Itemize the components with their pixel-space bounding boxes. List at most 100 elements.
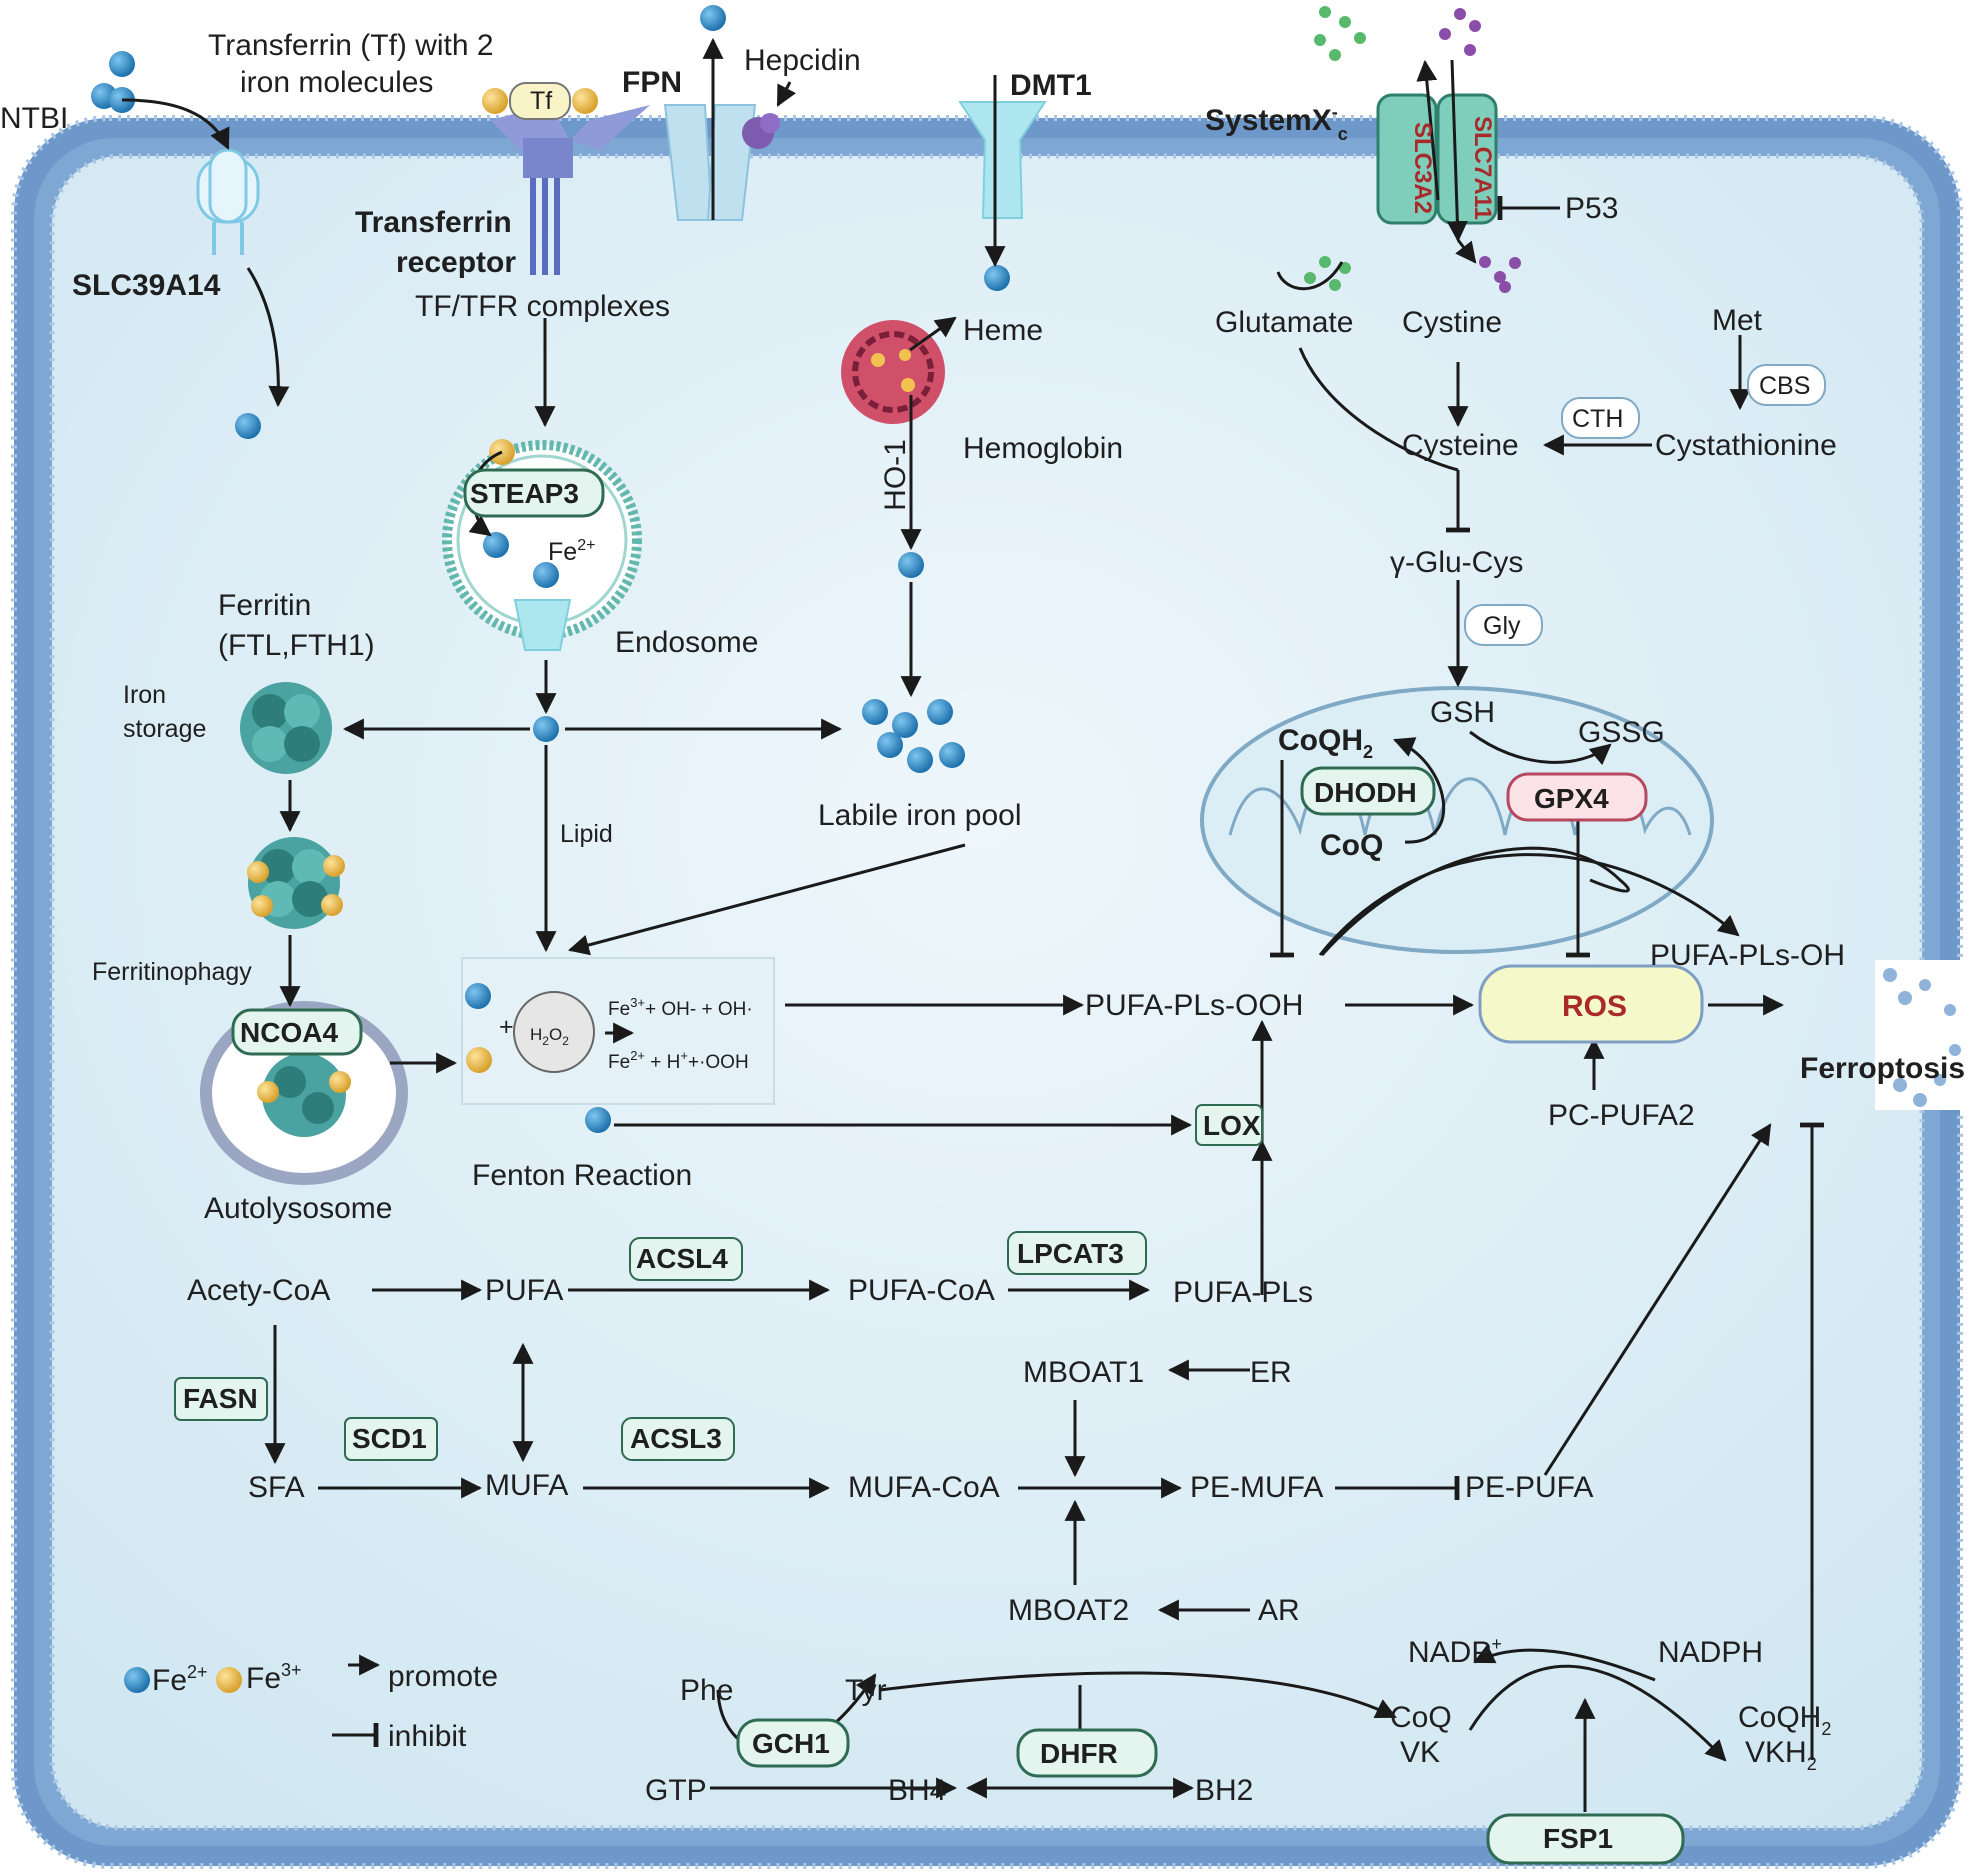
pathway-lines [121, 37, 1824, 1812]
pufa-coa-label: PUFA-CoA [848, 1274, 995, 1307]
systemxc-label: SystemX-c [1205, 102, 1348, 144]
pufa-ploh-label: PUFA-PLs-OH [1650, 939, 1845, 972]
ferritin-particle [240, 682, 332, 774]
h2o2-label: H2O2 [530, 1025, 569, 1048]
h2o2-circle [513, 991, 595, 1073]
slc39a14-label: SLC39A14 [72, 269, 221, 302]
fsp1-box [1486, 1813, 1685, 1865]
gglucys-label: γ-Glu-Cys [1390, 546, 1523, 579]
system-xc-transporter [1376, 93, 1498, 225]
mufa-coa-label: MUFA-CoA [848, 1471, 1000, 1504]
pe-pufa-label: PE-PUFA [1465, 1471, 1593, 1504]
mufa-label: MUFA [485, 1469, 568, 1502]
hemoglobin-structure [841, 320, 945, 424]
legend-fe2-label: Fe2+ [152, 1662, 208, 1697]
endosome-label: Endosome [615, 626, 758, 659]
tfr-label: Transferrin [355, 206, 512, 239]
ntbi-label: NTBI [0, 102, 68, 135]
cbs-label: CBS [1759, 372, 1810, 400]
vk-label: VK [1400, 1736, 1440, 1769]
nadph-label: NADPH [1658, 1636, 1763, 1669]
glutamate-label: Glutamate [1215, 306, 1353, 339]
enzyme-boxes [174, 364, 1826, 1865]
ho1-label: HO-1 [879, 439, 912, 511]
tfr-label-2: receptor [396, 246, 516, 279]
gtp-label: GTP [645, 1774, 707, 1807]
pufa-plooh-label: PUFA-PLs-OOH [1085, 989, 1303, 1022]
transferrin-receptor [482, 82, 650, 275]
slc7a11-label: SLC7A11 [1469, 116, 1496, 220]
steap3-label: STEAP3 [470, 478, 579, 509]
phe-label: Phe [680, 1674, 733, 1707]
lpcat3-box [1007, 1231, 1147, 1275]
fe2plus-label: Fe2+ [548, 537, 595, 566]
cystine-label: Cystine [1402, 306, 1502, 339]
fenton-products-2: Fe2+ + H++·OOH [608, 1048, 749, 1073]
fpn-channel [663, 104, 780, 221]
gly-box [1464, 604, 1543, 646]
ferritinophagy-label: Ferritinophagy [92, 958, 252, 986]
fsp1-label: FSP1 [1543, 1823, 1613, 1854]
acsl4-box [629, 1237, 743, 1281]
gly-label: Gly [1483, 612, 1521, 640]
cbs-box [1747, 364, 1826, 406]
p53-label: P53 [1565, 192, 1618, 225]
tf-label: Tf [530, 87, 552, 115]
transferrin-label-2: iron molecules [240, 66, 433, 99]
bh2-label: BH2 [1195, 1774, 1253, 1807]
nadp-label: NADP+ [1408, 1634, 1502, 1669]
coqh2-label: CoQH2 [1278, 724, 1373, 762]
fenton-products-1: Fe3++ OH- + OH· [608, 995, 753, 1020]
dhodh-label: DHODH [1314, 777, 1417, 808]
legend-fe3-label: Fe3+ [246, 1660, 302, 1695]
fenton-reaction-label: Fenton Reaction [472, 1159, 692, 1192]
fpn-label: FPN [622, 66, 682, 99]
scd1-label: SCD1 [352, 1423, 427, 1454]
ros-box [1478, 964, 1704, 1044]
plus-sign: + [499, 1013, 514, 1041]
coq-vk-label: CoQ [1390, 1701, 1452, 1734]
hemoglobin-label: Hemoglobin [963, 432, 1123, 465]
ncoa4-box [231, 1008, 363, 1056]
ferritin-loaded [247, 837, 345, 929]
fasn-box [174, 1377, 268, 1421]
cysteine-label: Cysteine [1402, 429, 1519, 462]
slc3a2-label: SLC3A2 [1409, 122, 1436, 214]
er-label: ER [1250, 1356, 1292, 1389]
tyr-label: Tyr [845, 1674, 887, 1707]
dmt1-channel [958, 101, 1047, 219]
acsl3-box [621, 1417, 735, 1461]
sfa-label: SFA [248, 1471, 305, 1504]
dhfr-label: DHFR [1040, 1738, 1118, 1769]
lox-label: LOX [1203, 1110, 1261, 1141]
transferrin-label: Transferrin (Tf) with 2 [208, 29, 494, 62]
mboat1-label: MBOAT1 [1023, 1356, 1144, 1389]
slc39a14-transporter [196, 148, 260, 255]
coq-label: CoQ [1320, 829, 1383, 862]
gsh-label: GSH [1430, 696, 1495, 729]
gssg-label: GSSG [1578, 716, 1665, 749]
gpx4-label: GPX4 [1534, 783, 1609, 814]
pufa-label: PUFA [485, 1274, 563, 1307]
met-label: Met [1712, 304, 1763, 337]
pc-pufa2-label: PC-PUFA2 [1548, 1099, 1695, 1132]
coqh2-vkh2-label: CoQH2 [1738, 1701, 1831, 1739]
fe-ions [91, 5, 1010, 1693]
gch1-label: GCH1 [752, 1728, 830, 1759]
ar-label: AR [1258, 1594, 1300, 1627]
cystathionine-label: Cystathionine [1655, 429, 1837, 462]
mboat2-label: MBOAT2 [1008, 1594, 1129, 1627]
scd1-box [344, 1417, 438, 1461]
acsl4-label: ACSL4 [636, 1243, 728, 1274]
acetycoa-label: Acety-CoA [187, 1274, 330, 1307]
autolysosome-label: Autolysosome [204, 1192, 392, 1225]
lpcat3-label: LPCAT3 [1017, 1238, 1124, 1269]
pe-mufa-label: PE-MUFA [1190, 1471, 1323, 1504]
ros-label: ROS [1562, 990, 1627, 1023]
heme-label: Heme [963, 314, 1043, 347]
lox-box [1195, 1104, 1263, 1146]
tf-tfr-label: TF/TFR complexes [415, 290, 670, 323]
iron-label: Iron [123, 681, 166, 709]
hepcidin-label: Hepcidin [744, 44, 861, 77]
